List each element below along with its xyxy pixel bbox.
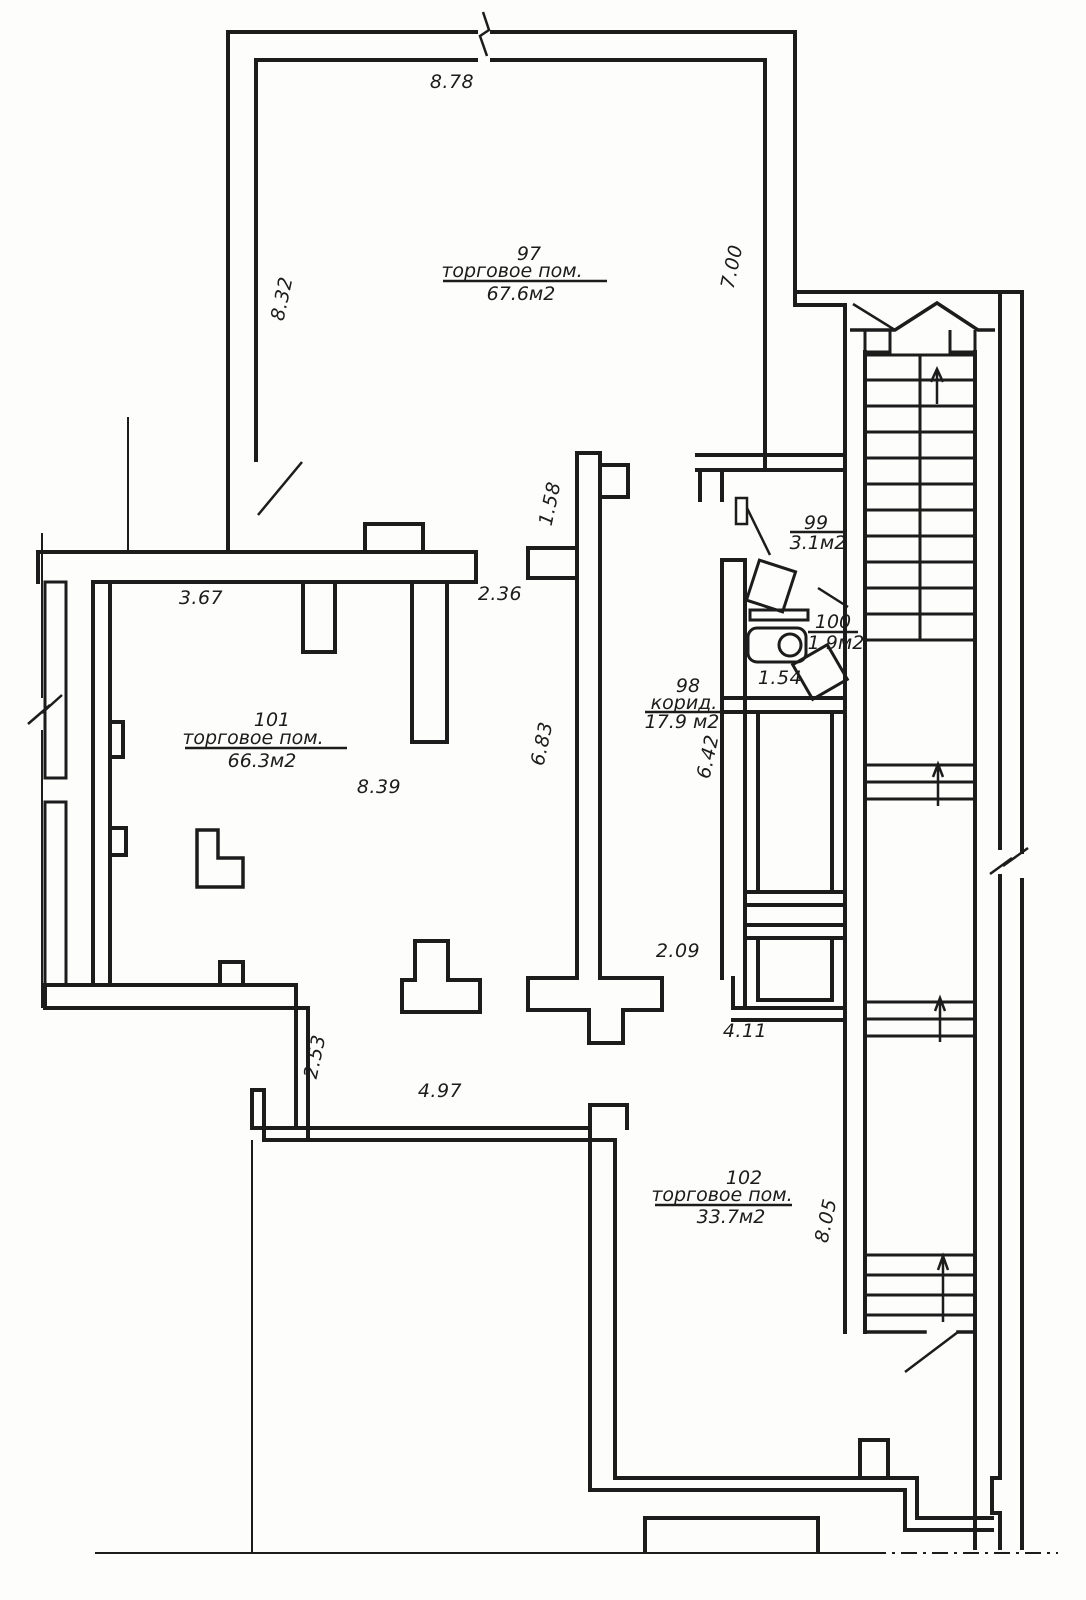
room-100-area: 1.9м2	[808, 632, 865, 654]
label-underlines	[185, 279, 858, 1207]
room-102-area: 33.7м2	[697, 1206, 766, 1228]
room-98-number: 98	[676, 675, 700, 697]
up-arrow-icon	[929, 366, 945, 404]
sink-drain-icon	[777, 632, 803, 658]
room-100-number: 100	[815, 611, 851, 633]
room-98-area: 17.9 м2	[645, 711, 720, 733]
door-swing-icon	[257, 461, 303, 516]
dim-room97-left: 8.32	[267, 275, 298, 323]
dim-room101-width: 8.39	[357, 776, 401, 798]
room-98-name: корид.	[651, 692, 718, 714]
toilet-icon	[744, 558, 798, 614]
sink-icon	[746, 626, 808, 664]
room-99-number: 99	[804, 512, 828, 534]
room-101-number: 101	[254, 709, 290, 731]
door-swing-icon	[745, 507, 772, 556]
room-97-number: 97	[517, 243, 541, 265]
dim-central-wall: 6.83	[527, 720, 558, 768]
door-swing-icon	[904, 1331, 959, 1373]
break-icon	[27, 694, 63, 725]
door-swings	[257, 302, 959, 1373]
room-labels: 97 торговое пом. 67.6м2 98 корид. 17.9 м…	[182, 243, 864, 1228]
up-arrow-icon	[933, 994, 947, 1042]
dimension-labels: 8.78 8.32 7.00 1.58 2.36 3.67 6.83 6.42 …	[179, 71, 842, 1245]
door-swing-icon	[817, 586, 849, 609]
up-arrow-icon	[936, 1252, 950, 1322]
break-icon	[478, 11, 491, 57]
dim-room101-top: 3.67	[179, 587, 223, 609]
break-symbols	[27, 11, 1029, 876]
room-102-number: 102	[726, 1167, 762, 1189]
dim-room102-height: 8.05	[811, 1197, 842, 1245]
dim-room102-entry: 4.11	[723, 1020, 767, 1042]
dim-corridor: 6.42	[693, 733, 724, 781]
up-arrow-icon	[931, 760, 945, 806]
fixtures	[744, 558, 850, 702]
walls	[36, 30, 1024, 1554]
room-97-name: торговое пом.	[441, 260, 582, 282]
room-102-name: торговое пом.	[651, 1184, 792, 1206]
door-swing-icon	[852, 302, 896, 332]
toilet-icon	[790, 642, 850, 702]
dim-opening: 2.36	[478, 583, 522, 605]
room-97-area: 67.6м2	[487, 283, 556, 305]
dim-room100: 1.54	[758, 667, 802, 689]
shelf-icon	[748, 608, 810, 622]
dim-entry-corridor: 4.97	[418, 1080, 462, 1102]
dim-gap: 2.09	[656, 940, 700, 962]
room-101-area: 66.3м2	[228, 750, 297, 772]
room-99-area: 3.1м2	[790, 532, 847, 554]
break-icon	[989, 846, 1029, 876]
room-101-name: торговое пом.	[182, 727, 323, 749]
dim-stub-101: 2.53	[300, 1033, 331, 1081]
staircase	[850, 300, 995, 1317]
dim-room97-right: 7.00	[717, 243, 748, 291]
dim-top-width: 8.78	[430, 71, 474, 93]
thin-lines	[41, 417, 1058, 1554]
stair-direction-arrows	[929, 366, 950, 1322]
dim-stub: 1.58	[535, 480, 566, 528]
